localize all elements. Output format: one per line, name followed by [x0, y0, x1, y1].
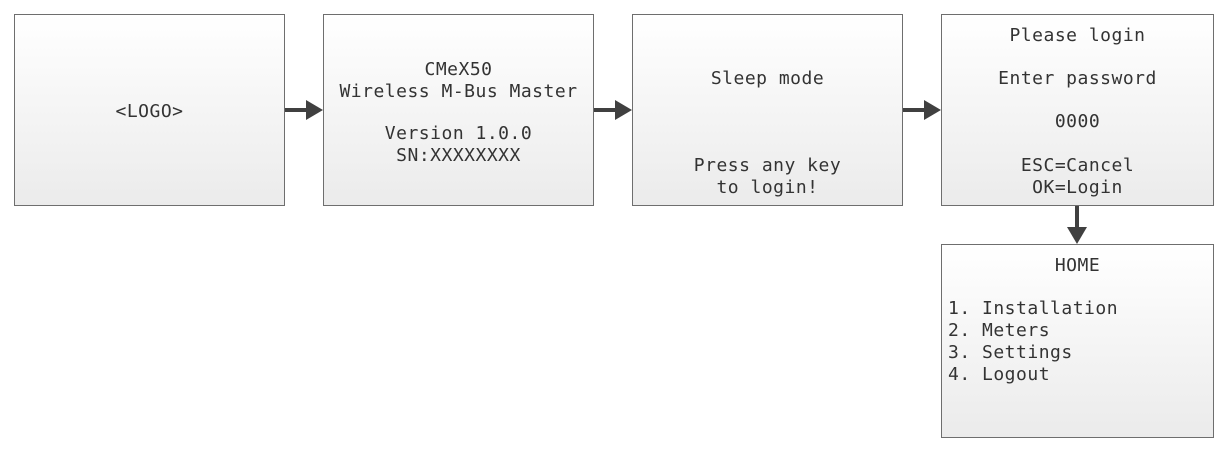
home-title: HOME	[1054, 255, 1101, 276]
menu-item-meters: 2. Meters	[948, 320, 1051, 341]
arrow-splash-to-sleep	[594, 100, 632, 120]
esc-cancel-hint: ESC=Cancel	[1020, 155, 1135, 176]
ok-login-hint: OK=Login	[1032, 177, 1123, 198]
screen-login: Please login Enter password 0000 ESC=Can…	[941, 14, 1214, 206]
logo-placeholder: <LOGO>	[115, 101, 184, 122]
arrow-logo-to-splash	[285, 100, 323, 120]
sleep-mode-title: Sleep mode	[710, 68, 825, 89]
enter-password-label: Enter password	[998, 68, 1157, 89]
firmware-version: Version 1.0.0	[384, 123, 533, 144]
press-key-line-1: Press any key	[693, 155, 842, 176]
arrow-sleep-to-login	[903, 100, 941, 120]
screen-logo: <LOGO>	[14, 14, 285, 206]
device-name: CMeX50	[424, 59, 493, 80]
menu-item-logout: 4. Logout	[948, 364, 1051, 385]
password-field: 0000	[1054, 111, 1101, 132]
screen-splash: CMeX50 Wireless M-Bus Master Version 1.0…	[323, 14, 594, 206]
menu-item-settings: 3. Settings	[948, 342, 1073, 363]
screen-home: HOME 1. Installation 2. Meters 3. Settin…	[941, 244, 1214, 438]
login-prompt: Please login	[1009, 25, 1146, 46]
screen-sleep: Sleep mode Press any key to login!	[632, 14, 903, 206]
device-description: Wireless M-Bus Master	[339, 81, 578, 102]
press-key-line-2: to login!	[716, 177, 819, 198]
menu-item-installation: 1. Installation	[948, 298, 1119, 319]
arrow-login-to-home	[1067, 206, 1087, 244]
serial-number: SN:XXXXXXXX	[396, 145, 521, 166]
